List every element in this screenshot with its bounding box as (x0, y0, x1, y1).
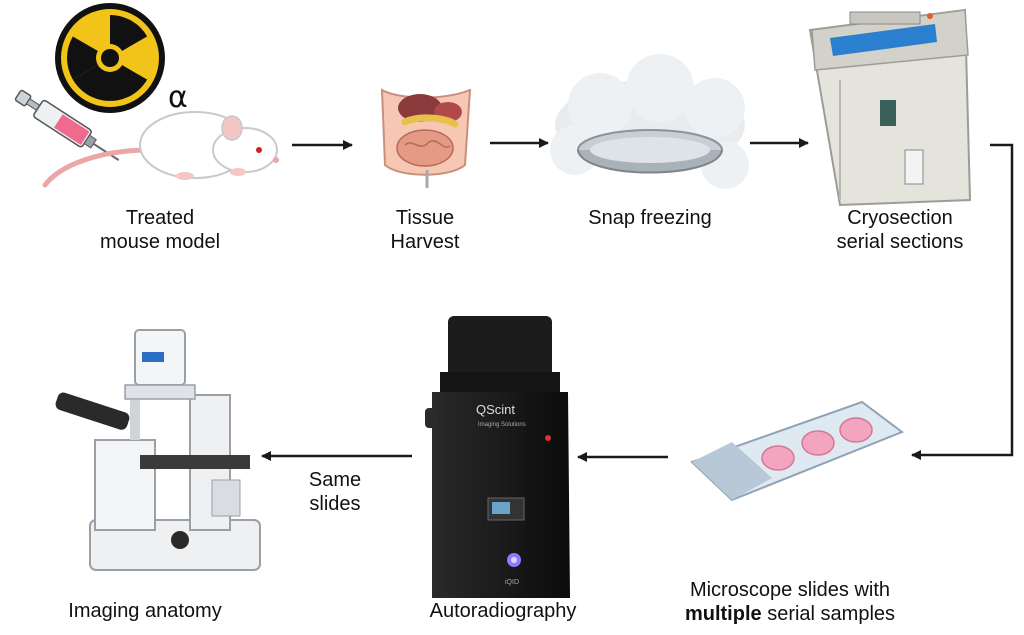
same-line1: Same (285, 468, 385, 492)
model-text: iQID (505, 579, 519, 586)
slides-bold: multiple (685, 603, 762, 625)
treated-mouse-label: Treated mouse model (80, 206, 240, 254)
brand-subtext: Imaging Solutions (478, 422, 526, 428)
autoradiography-camera-icon: QScint Imaging Solutions iQID (425, 316, 570, 598)
cryo-line1: Cryosection (815, 206, 985, 230)
slides-label: Microscope slides with multiple serial s… (660, 578, 920, 626)
same-line2: slides (285, 492, 385, 516)
microscope-icon (54, 330, 260, 570)
treated-line2: mouse model (80, 230, 240, 254)
tissue-harvest-label: Tissue Harvest (355, 206, 495, 254)
imaging-anatomy-label: Imaging anatomy (50, 599, 240, 623)
alpha-symbol: α (168, 80, 188, 115)
autoradiography-label: Autoradiography (408, 599, 598, 623)
tissue-line1: Tissue (355, 206, 495, 230)
tissue-line2: Harvest (355, 230, 495, 254)
freezing-dish-icon (550, 54, 749, 189)
cryosection-label: Cryosection serial sections (815, 206, 985, 254)
snap-freezing-label: Snap freezing (560, 206, 740, 230)
same-slides-label: Same slides (285, 468, 385, 516)
treated-line1: Treated (80, 206, 240, 230)
slides-rest: serial samples (762, 603, 895, 625)
cryo-line2: serial sections (815, 230, 985, 254)
slide-icon (692, 402, 902, 500)
slides-line1: Microscope slides with (660, 578, 920, 602)
slides-line2: multiple serial samples (660, 602, 920, 626)
tissue-icon (382, 90, 470, 188)
radiation-icon (55, 3, 165, 113)
brand-text: QScint (476, 402, 515, 417)
cryostat-icon (810, 10, 970, 205)
